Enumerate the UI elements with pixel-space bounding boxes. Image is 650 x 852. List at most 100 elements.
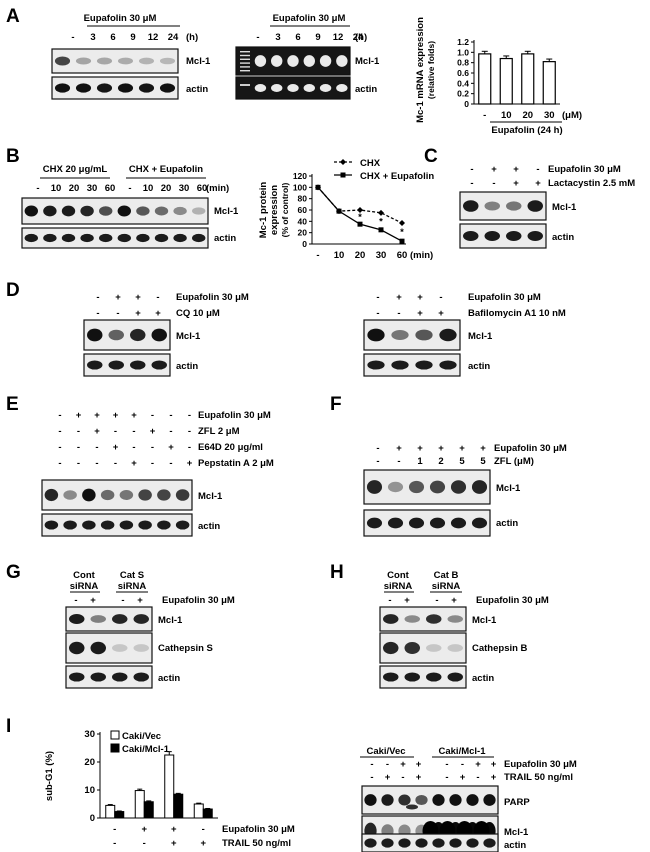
bar: [164, 754, 175, 819]
sign: +: [171, 838, 177, 849]
blot-mcl1-band: [87, 328, 103, 342]
blot-mcl1-band: [61, 205, 76, 217]
blot-actin-band: [484, 231, 500, 241]
treatment-label: ZFL (μM): [494, 456, 534, 467]
sign: -: [397, 308, 400, 319]
blot-mcl1-band: [159, 57, 176, 65]
blot-actin-band: [415, 838, 428, 848]
blot-actin-band: [471, 517, 488, 529]
group-label: Cont: [73, 570, 95, 581]
blot-mcl1-band: [154, 206, 169, 216]
protein-label: Mcl-1: [496, 483, 521, 494]
legend-swatch: [110, 743, 120, 753]
blot-mcl1: [83, 319, 171, 351]
ladder-band: [240, 66, 250, 68]
panel-letter-a: A: [6, 6, 20, 27]
axis-title: (% of control): [280, 182, 290, 237]
gel-actin-band: [271, 84, 283, 92]
sign: +: [90, 595, 96, 606]
sign: -: [370, 759, 373, 770]
ladder-band: [240, 51, 250, 53]
bar: [202, 808, 213, 819]
y-tick-label: 0.8: [457, 58, 469, 68]
sign: +: [141, 824, 147, 835]
blot-actin-band: [383, 672, 399, 682]
group-label: Caki/Vec: [366, 746, 405, 757]
blot-mcl1-band: [415, 329, 433, 341]
panel-d: D-++-Eupafolin 30 μM--++CQ 10 μMMcl-1act…: [6, 280, 566, 377]
protein-label: Mcl-1: [198, 491, 223, 502]
group-label: CHX 20 μg/mL: [43, 164, 108, 175]
blot-mcl1-band: [404, 615, 420, 623]
panel-letter-f: F: [330, 394, 342, 415]
blot-cathepsin-band: [447, 644, 463, 652]
sign: -: [58, 410, 61, 421]
group-label: Cont: [387, 570, 409, 581]
group-label: siRNA: [384, 581, 413, 592]
sign: -: [445, 772, 448, 783]
sign: 2: [438, 456, 443, 467]
lane-label: 60: [197, 183, 208, 194]
sign: -: [121, 595, 124, 606]
sign: +: [396, 443, 402, 454]
sign: 5: [459, 456, 465, 467]
legend-label: CHX + Eupafolin: [360, 171, 434, 182]
panel-letter-e: E: [6, 394, 19, 415]
blot-mcl1-frame: [363, 469, 491, 505]
blot-mcl1-band: [117, 57, 134, 65]
x-tick-label: 30: [544, 110, 555, 121]
x-tick-label: 30: [376, 250, 387, 261]
y-tick-label: 0: [464, 99, 469, 109]
significance-mark: *: [379, 216, 383, 227]
blot-mcl1: [379, 606, 467, 632]
lane-label: 3: [275, 32, 280, 43]
blot-actin-band: [157, 520, 171, 530]
blot-actin-band: [398, 838, 411, 848]
treatment-label: ZFL 2 μM: [198, 426, 240, 437]
blot-mcl1-band: [366, 480, 383, 494]
protein-label: actin: [186, 84, 208, 95]
blot-mcl1: [41, 479, 193, 511]
blot-actin-band: [506, 231, 522, 241]
blot-actin-frame: [65, 665, 153, 689]
blot-mcl1-band: [157, 489, 171, 501]
x-axis-title: Eupafolin (24 h): [491, 125, 562, 136]
sign: +: [131, 410, 137, 421]
sign: +: [459, 443, 465, 454]
protein-label: Mcl-1: [472, 615, 497, 626]
blot-actin-band: [366, 517, 383, 529]
protein-label: actin: [176, 361, 198, 372]
panel-letter-c: C: [424, 146, 438, 167]
sign: +: [385, 772, 391, 783]
sign: -: [95, 442, 98, 453]
lane-label: 9: [315, 32, 320, 43]
blot-actin-frame: [363, 509, 491, 537]
blot-actin: [41, 513, 193, 537]
protein-label: Mcl-1: [186, 56, 211, 67]
protein-label: actin: [198, 521, 220, 532]
blot-actin-band: [426, 672, 442, 682]
panel-letter-b: B: [6, 146, 20, 167]
sign: -: [470, 178, 473, 189]
data-point: [336, 208, 342, 214]
blot-actin: [21, 227, 209, 249]
blot-actin-band: [173, 233, 187, 243]
blot-actin-band: [75, 83, 92, 93]
y-tick-label: 120: [293, 171, 307, 181]
gel-mcl1-band: [319, 55, 332, 67]
treatment-label: Eupafolin 30 μM: [494, 443, 567, 454]
blot-parp-band: [415, 794, 428, 806]
sign: +: [115, 292, 121, 303]
group-label: siRNA: [118, 581, 147, 592]
lane-label: 10: [51, 183, 62, 194]
blot-cathepsin-band: [69, 641, 85, 655]
lane-label: 9: [130, 32, 135, 43]
data-point: [399, 238, 405, 244]
blot-actin-band: [415, 360, 433, 370]
blot-mcl1-band: [112, 614, 128, 624]
lane-label: 24: [353, 32, 364, 43]
blot-mcl1-band: [24, 205, 38, 217]
sign: -: [188, 410, 191, 421]
